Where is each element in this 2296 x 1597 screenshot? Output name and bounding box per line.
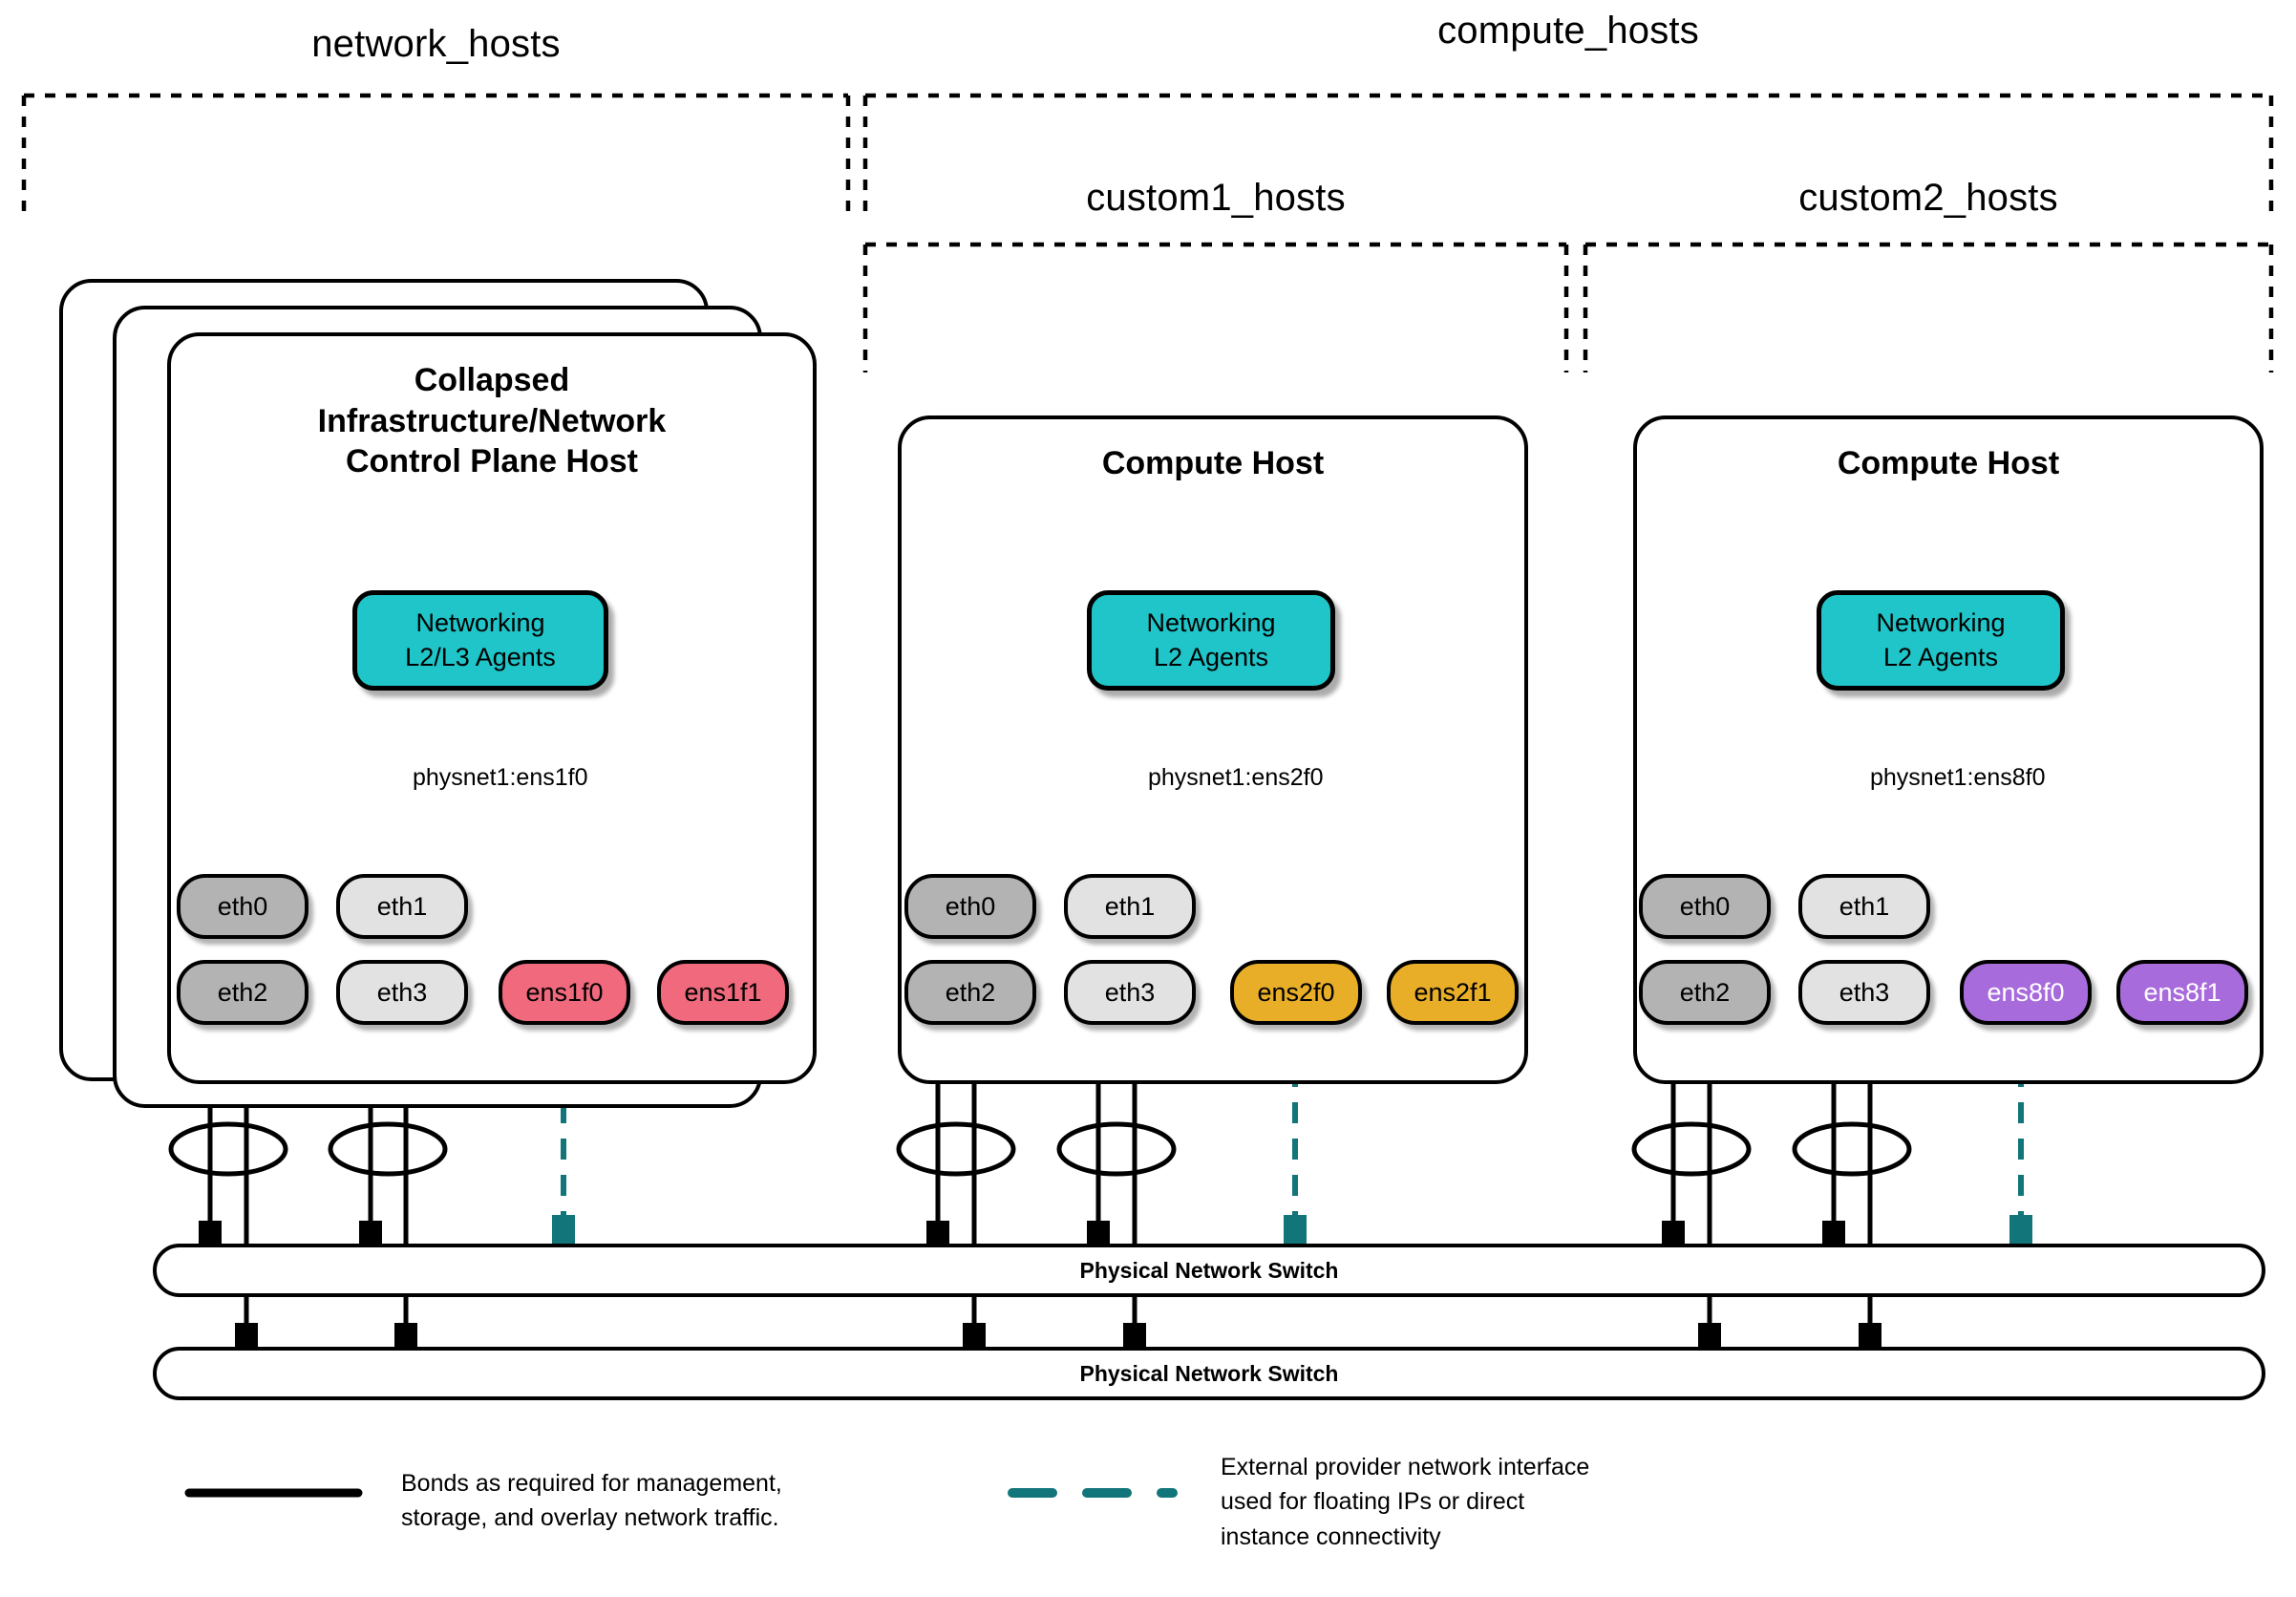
physical-network-switch-1[interactable]: Physical Network Switch xyxy=(153,1244,2265,1297)
nic-eth3-host1[interactable]: eth3 xyxy=(336,960,468,1025)
agent-box-compute2-l2[interactable]: Networking L2 Agents xyxy=(1817,590,2065,691)
nic-ens2f1-host2[interactable]: ens2f1 xyxy=(1387,960,1519,1025)
host3-provider-switch-connector xyxy=(2009,1215,2032,1244)
agent-box-compute1-l2[interactable]: Networking L2 Agents xyxy=(1087,590,1335,691)
host2-provider-switch-connector xyxy=(1284,1215,1307,1244)
group-bracket-custom2-hosts xyxy=(1583,242,2274,373)
nic-eth0-host1[interactable]: eth0 xyxy=(177,874,308,939)
agent-box-network-l2l3[interactable]: Networking L2/L3 Agents xyxy=(352,590,608,691)
nic-eth0-host2[interactable]: eth0 xyxy=(904,874,1036,939)
physnet-label-host3: physnet1:ens8f0 xyxy=(1870,764,2046,791)
legend-text-bonds: Bonds as required for management, storag… xyxy=(401,1470,782,1532)
group-label-custom2-hosts: custom2_hosts xyxy=(1798,177,2058,219)
nic-eth3-host3[interactable]: eth3 xyxy=(1798,960,1930,1025)
host1-provider-switch-connector xyxy=(552,1215,575,1244)
nic-eth2-host2[interactable]: eth2 xyxy=(904,960,1036,1025)
nic-eth1-host1[interactable]: eth1 xyxy=(336,874,468,939)
nic-ens1f1-host1[interactable]: ens1f1 xyxy=(657,960,789,1025)
group-label-network-hosts: network_hosts xyxy=(311,23,561,65)
host2-bond-ellipses xyxy=(896,1121,1177,1177)
legend-text-provider: External provider network interface used… xyxy=(1221,1454,1590,1550)
group-bracket-custom1-hosts xyxy=(862,242,1569,373)
nic-eth3-host2[interactable]: eth3 xyxy=(1064,960,1196,1025)
nic-eth2-host1[interactable]: eth2 xyxy=(177,960,308,1025)
nic-eth2-host3[interactable]: eth2 xyxy=(1639,960,1771,1025)
group-bracket-network-hosts xyxy=(21,93,851,212)
physical-network-switch-2[interactable]: Physical Network Switch xyxy=(153,1347,2265,1400)
physnet-label-host2: physnet1:ens2f0 xyxy=(1148,764,1324,791)
host-title: Collapsed Infrastructure/Network Control… xyxy=(317,362,667,479)
physnet-label-host1: physnet1:ens1f0 xyxy=(413,764,588,791)
group-label-custom1-hosts: custom1_hosts xyxy=(1086,177,1346,219)
host1-bond-ellipses xyxy=(168,1121,448,1177)
nic-eth1-host2[interactable]: eth1 xyxy=(1064,874,1196,939)
nic-ens1f0-host1[interactable]: ens1f0 xyxy=(499,960,630,1025)
nic-ens8f1-host3[interactable]: ens8f1 xyxy=(2116,960,2248,1025)
host3-bond-ellipses xyxy=(1631,1121,1912,1177)
nic-eth1-host3[interactable]: eth1 xyxy=(1798,874,1930,939)
nic-eth0-host3[interactable]: eth0 xyxy=(1639,874,1771,939)
group-label-compute-hosts: compute_hosts xyxy=(1437,10,1699,52)
host-title: Compute Host xyxy=(1101,445,1325,481)
host-title: Compute Host xyxy=(1837,445,2060,481)
nic-ens2f0-host2[interactable]: ens2f0 xyxy=(1230,960,1362,1025)
nic-ens8f0-host3[interactable]: ens8f0 xyxy=(1960,960,2092,1025)
